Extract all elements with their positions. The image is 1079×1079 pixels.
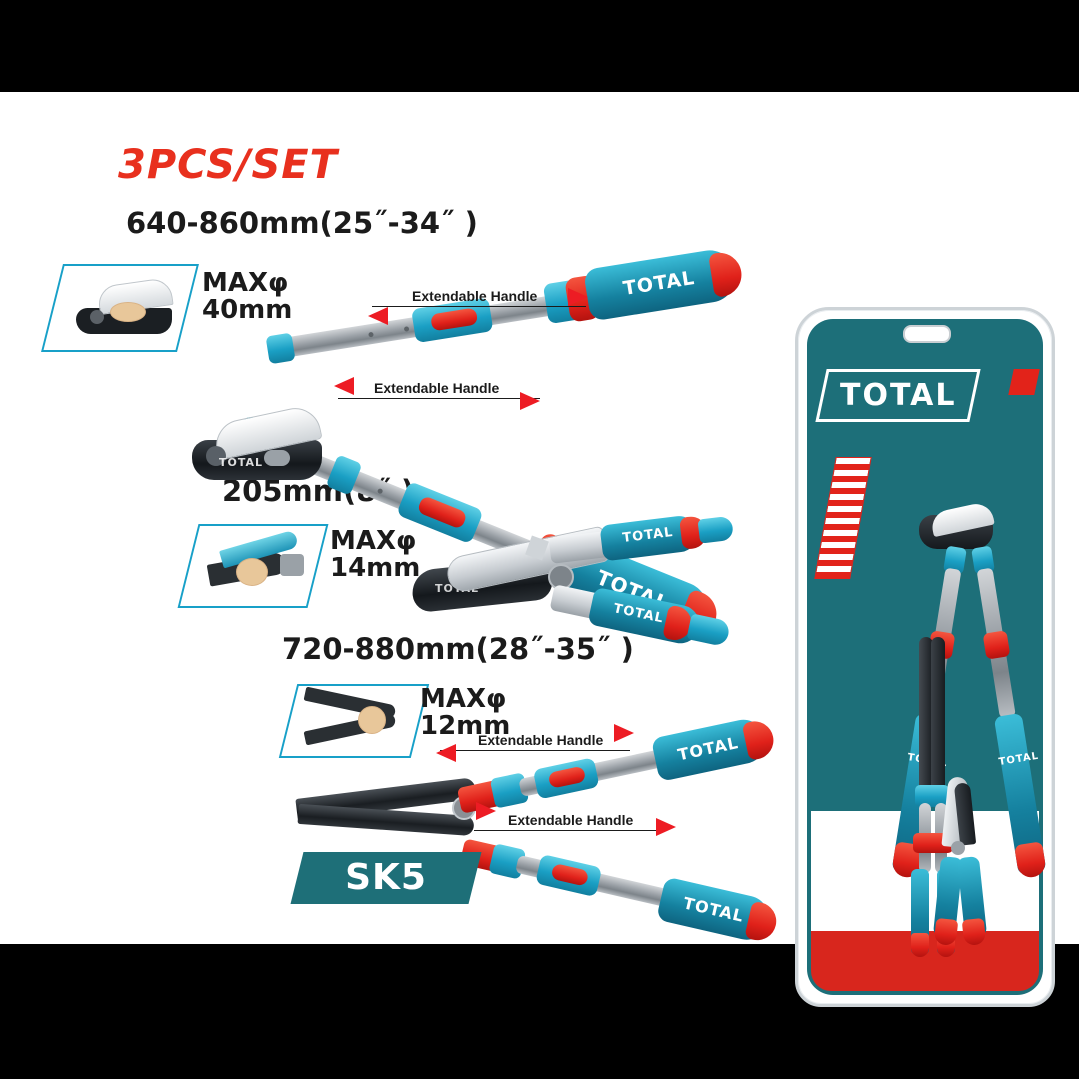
pruner-max-value: 14mm	[330, 553, 421, 584]
lopper-max-value: 40mm	[202, 295, 293, 326]
lopper-lower-extendable-label: Extendable Handle	[374, 380, 500, 396]
blister-pack: TOTAL TOTAL	[795, 307, 1055, 1007]
lopper-upper-arrow-left-icon	[368, 307, 388, 325]
hang-hole	[903, 325, 951, 343]
hedge-shear-dimension-label: 720-880mm(28˝-35˝ )	[282, 632, 634, 666]
lopper-dimension-label: 640-860mm(25˝-34˝ )	[126, 206, 478, 240]
pack-lopper: TOTAL TOTAL	[847, 500, 1048, 967]
lopper-lower-arrow-left-icon	[334, 377, 354, 395]
lopper-max-label: MAXφ	[202, 268, 289, 298]
pruner-head-icon	[206, 529, 312, 596]
material-badge: SK5	[290, 852, 482, 904]
lopper-blade-logo: TOTAL	[218, 456, 264, 469]
pack-brand-logo: TOTAL	[815, 369, 982, 422]
white-sheet: 3PCS/SET 640-860mm(25˝-34˝ ) 205mm(8˝ ) …	[0, 92, 1079, 1007]
lopper-upper-arrow-right-icon	[568, 288, 588, 306]
hedge-shear-upper-arrow-right-icon	[614, 724, 634, 742]
lopper-product: TOTAL TOTAL TO	[180, 246, 800, 644]
hedge-shear-lower-arrow-inner-icon	[476, 802, 496, 820]
pruner-product: TOTAL TOTAL TOTAL	[400, 502, 740, 648]
lopper-upper-extendable-label: Extendable Handle	[412, 288, 538, 304]
pack-red-accent	[1008, 369, 1040, 395]
lopper-cutting-head: TOTAL	[190, 403, 330, 492]
page-title: 3PCS/SET	[118, 142, 338, 188]
hedge-shear-lower-extendable-label: Extendable Handle	[508, 812, 634, 828]
lopper-lower-arrow-right-icon	[520, 392, 540, 410]
hedge-shear-head-icon	[302, 686, 412, 748]
pack-pruner	[923, 776, 1013, 967]
hedge-shear-max-label: MAXφ	[420, 684, 507, 714]
hedge-shear-upper-arrow-left-icon	[436, 744, 456, 762]
hedge-shear-product: TOTAL TOTAL	[280, 692, 800, 945]
pruner-max-label: MAXφ	[330, 526, 417, 556]
material-badge-label: SK5	[345, 857, 427, 898]
hedge-shear-upper-extendable-label: Extendable Handle	[478, 732, 604, 748]
hedge-shear-max-value: 12mm	[420, 711, 511, 742]
lopper-head-icon	[72, 274, 182, 342]
hedge-shear-lower-arrow-right-icon	[656, 818, 676, 836]
